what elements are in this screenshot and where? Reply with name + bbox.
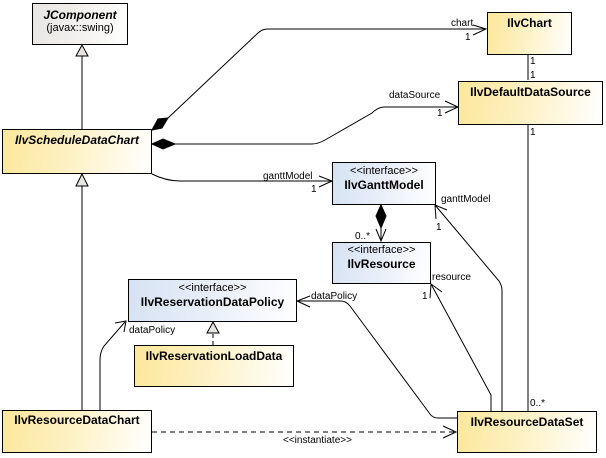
- class-package: (javax::swing): [46, 22, 114, 34]
- navigable-arrow-icon: [375, 228, 387, 243]
- association-dataset-policy: [297, 300, 458, 419]
- class-name: IlvResource: [347, 257, 416, 271]
- multiplicity-label: 1: [530, 56, 536, 67]
- role-label-datasource: dataSource: [389, 90, 441, 101]
- role-label-dataset-policy: dataPolicy: [311, 291, 358, 302]
- association-datasource: [175, 106, 458, 145]
- class-ilvresourcedataset[interactable]: IlvResourceDataSet: [457, 411, 597, 453]
- composition-diamond-icon: [150, 138, 177, 150]
- dependency-arrow-icon: [442, 425, 458, 439]
- class-ilvchart[interactable]: IlvChart: [487, 12, 572, 55]
- stereotype-label: <<interface>>: [347, 244, 416, 256]
- composition-diamond-icon: [151, 117, 169, 131]
- generalization-arrow-icon: [75, 43, 89, 57]
- navigable-arrow-icon: [429, 283, 443, 299]
- class-name: IlvResourceDataChart: [14, 413, 140, 427]
- interface-ilvreservationdatapolicy[interactable]: <<interface>> IlvReservationDataPolicy: [128, 279, 297, 322]
- class-name: IlvReservationDataPolicy: [140, 295, 285, 309]
- class-name: IlvGanttModel: [344, 178, 424, 192]
- multiplicity-label: 1: [437, 108, 443, 119]
- stereotype-label: <<interface>>: [350, 165, 418, 177]
- association-chart-policy: [99, 321, 126, 410]
- navigable-arrow-icon: [114, 320, 127, 333]
- multiplicity-label: 1: [465, 32, 471, 43]
- association-dataset-ganttmodel: [434, 204, 503, 411]
- navigable-arrow-icon: [295, 295, 311, 308]
- multiplicity-label: 0..*: [355, 231, 371, 242]
- multiplicity-label: 1: [422, 291, 428, 302]
- navigable-arrow-icon: [434, 204, 448, 220]
- class-name: IlvReservationLoadData: [145, 349, 283, 363]
- role-label-dataset-ganttmodel: ganttModel: [441, 194, 491, 205]
- class-name: JComponent: [43, 8, 117, 22]
- association-chart: [167, 28, 486, 119]
- association-dataset-resource: [430, 283, 492, 411]
- stereotype-instantiate-label: <<instantiate>>: [283, 435, 352, 446]
- class-ilvdefaultdatasource[interactable]: IlvDefaultDataSource: [458, 81, 603, 125]
- class-ilvreservationloaddata[interactable]: IlvReservationLoadData: [134, 345, 294, 387]
- class-name: IlvDefaultDataSource: [470, 85, 591, 99]
- multiplicity-label: 0..*: [530, 398, 546, 409]
- stereotype-label: <<interface>>: [178, 282, 247, 294]
- composition-diamond-icon: [375, 203, 387, 230]
- multiplicity-label: 1: [436, 222, 442, 233]
- multiplicity-label: 1: [530, 127, 536, 138]
- role-label-chart-policy: dataPolicy: [129, 325, 176, 336]
- role-label-chart: chart: [451, 18, 474, 29]
- multiplicity-label: 1: [530, 70, 536, 81]
- class-ilvresourcedatachart[interactable]: IlvResourceDataChart: [2, 410, 152, 453]
- class-jcomponent[interactable]: JComponent (javax::swing): [32, 3, 128, 45]
- class-name: IlvResourceDataSet: [470, 415, 584, 429]
- interface-ilvganttmodel[interactable]: <<interface>> IlvGanttModel: [332, 162, 436, 205]
- role-label-ganttmodel: ganttModel: [263, 171, 313, 182]
- generalization-arrow-icon: [75, 172, 89, 187]
- navigable-arrow-icon: [472, 24, 488, 36]
- realization-arrow-icon: [206, 320, 220, 334]
- multiplicity-label: 1: [311, 184, 317, 195]
- class-name: IlvChart: [507, 16, 552, 30]
- class-name: IlvScheduleDataChart: [14, 133, 140, 147]
- role-label-resource: resource: [432, 272, 471, 283]
- class-ilvscheduledatachart[interactable]: IlvScheduleDataChart: [2, 129, 152, 174]
- interface-ilvresource[interactable]: <<interface>> IlvResource: [332, 242, 431, 284]
- association-ganttmodel: [151, 173, 332, 182]
